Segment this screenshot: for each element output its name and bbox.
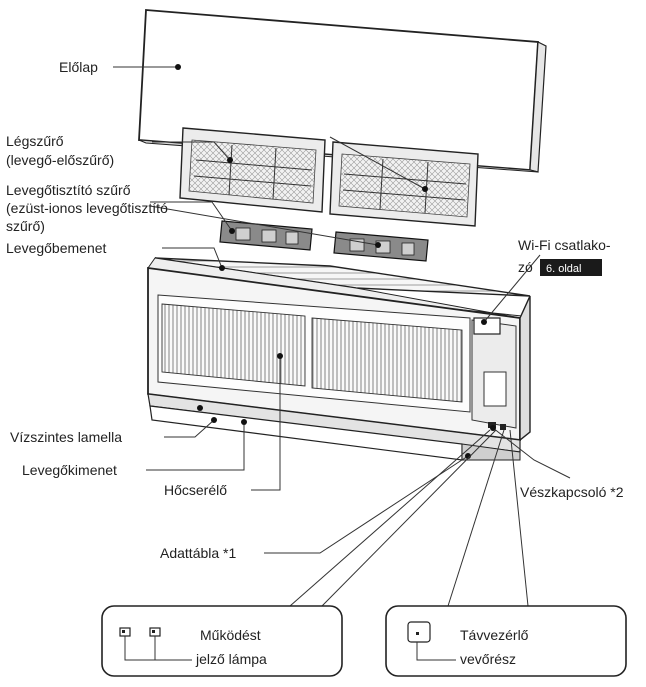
label-air-outlet: Levegőkimenet xyxy=(22,462,117,478)
label-heat-exchanger: Hőcserélő xyxy=(164,482,227,498)
label-purifier-line1: Levegőtisztító szűrő xyxy=(6,182,131,198)
label-wifi-line2: zó xyxy=(518,259,533,275)
page-reference-badge: 6. oldal xyxy=(540,259,602,276)
purifier-filter-left xyxy=(219,220,313,251)
label-indicator-line1: Működést xyxy=(200,627,261,643)
label-purifier-line2: (ezüst-ionos levegőtisztító xyxy=(6,200,168,216)
leader-lines xyxy=(113,64,571,607)
label-horizontal-louver: Vízszintes lamella xyxy=(10,429,122,445)
label-air-inlet: Levegőbemenet xyxy=(6,240,107,256)
label-air-filter-line2: (levegő-előszűrő) xyxy=(6,152,114,168)
air-filter-right xyxy=(329,141,479,227)
label-nameplate: Adattábla *1 xyxy=(160,545,236,561)
label-wifi-line1: Wi-Fi csatlako- xyxy=(518,237,611,253)
label-purifier-line3: szűrő) xyxy=(6,218,45,234)
indoor-unit xyxy=(147,257,531,461)
label-receiver-line1: Távvezérlő xyxy=(460,627,529,643)
label-receiver-line2: vevőrész xyxy=(460,651,516,667)
label-front-panel: Előlap xyxy=(59,59,98,75)
indicator-lamp-box xyxy=(101,605,343,677)
label-indicator-line2: jelző lámpa xyxy=(195,651,267,667)
label-air-filter-line1: Légszűrő xyxy=(6,133,64,149)
purifier-filter-right xyxy=(333,231,429,262)
label-emergency-switch: Vészkapcsoló *2 xyxy=(520,484,624,500)
air-filter-left xyxy=(179,127,326,213)
page-reference-text: 6. oldal xyxy=(546,263,581,275)
remote-receiver-box xyxy=(385,605,627,677)
